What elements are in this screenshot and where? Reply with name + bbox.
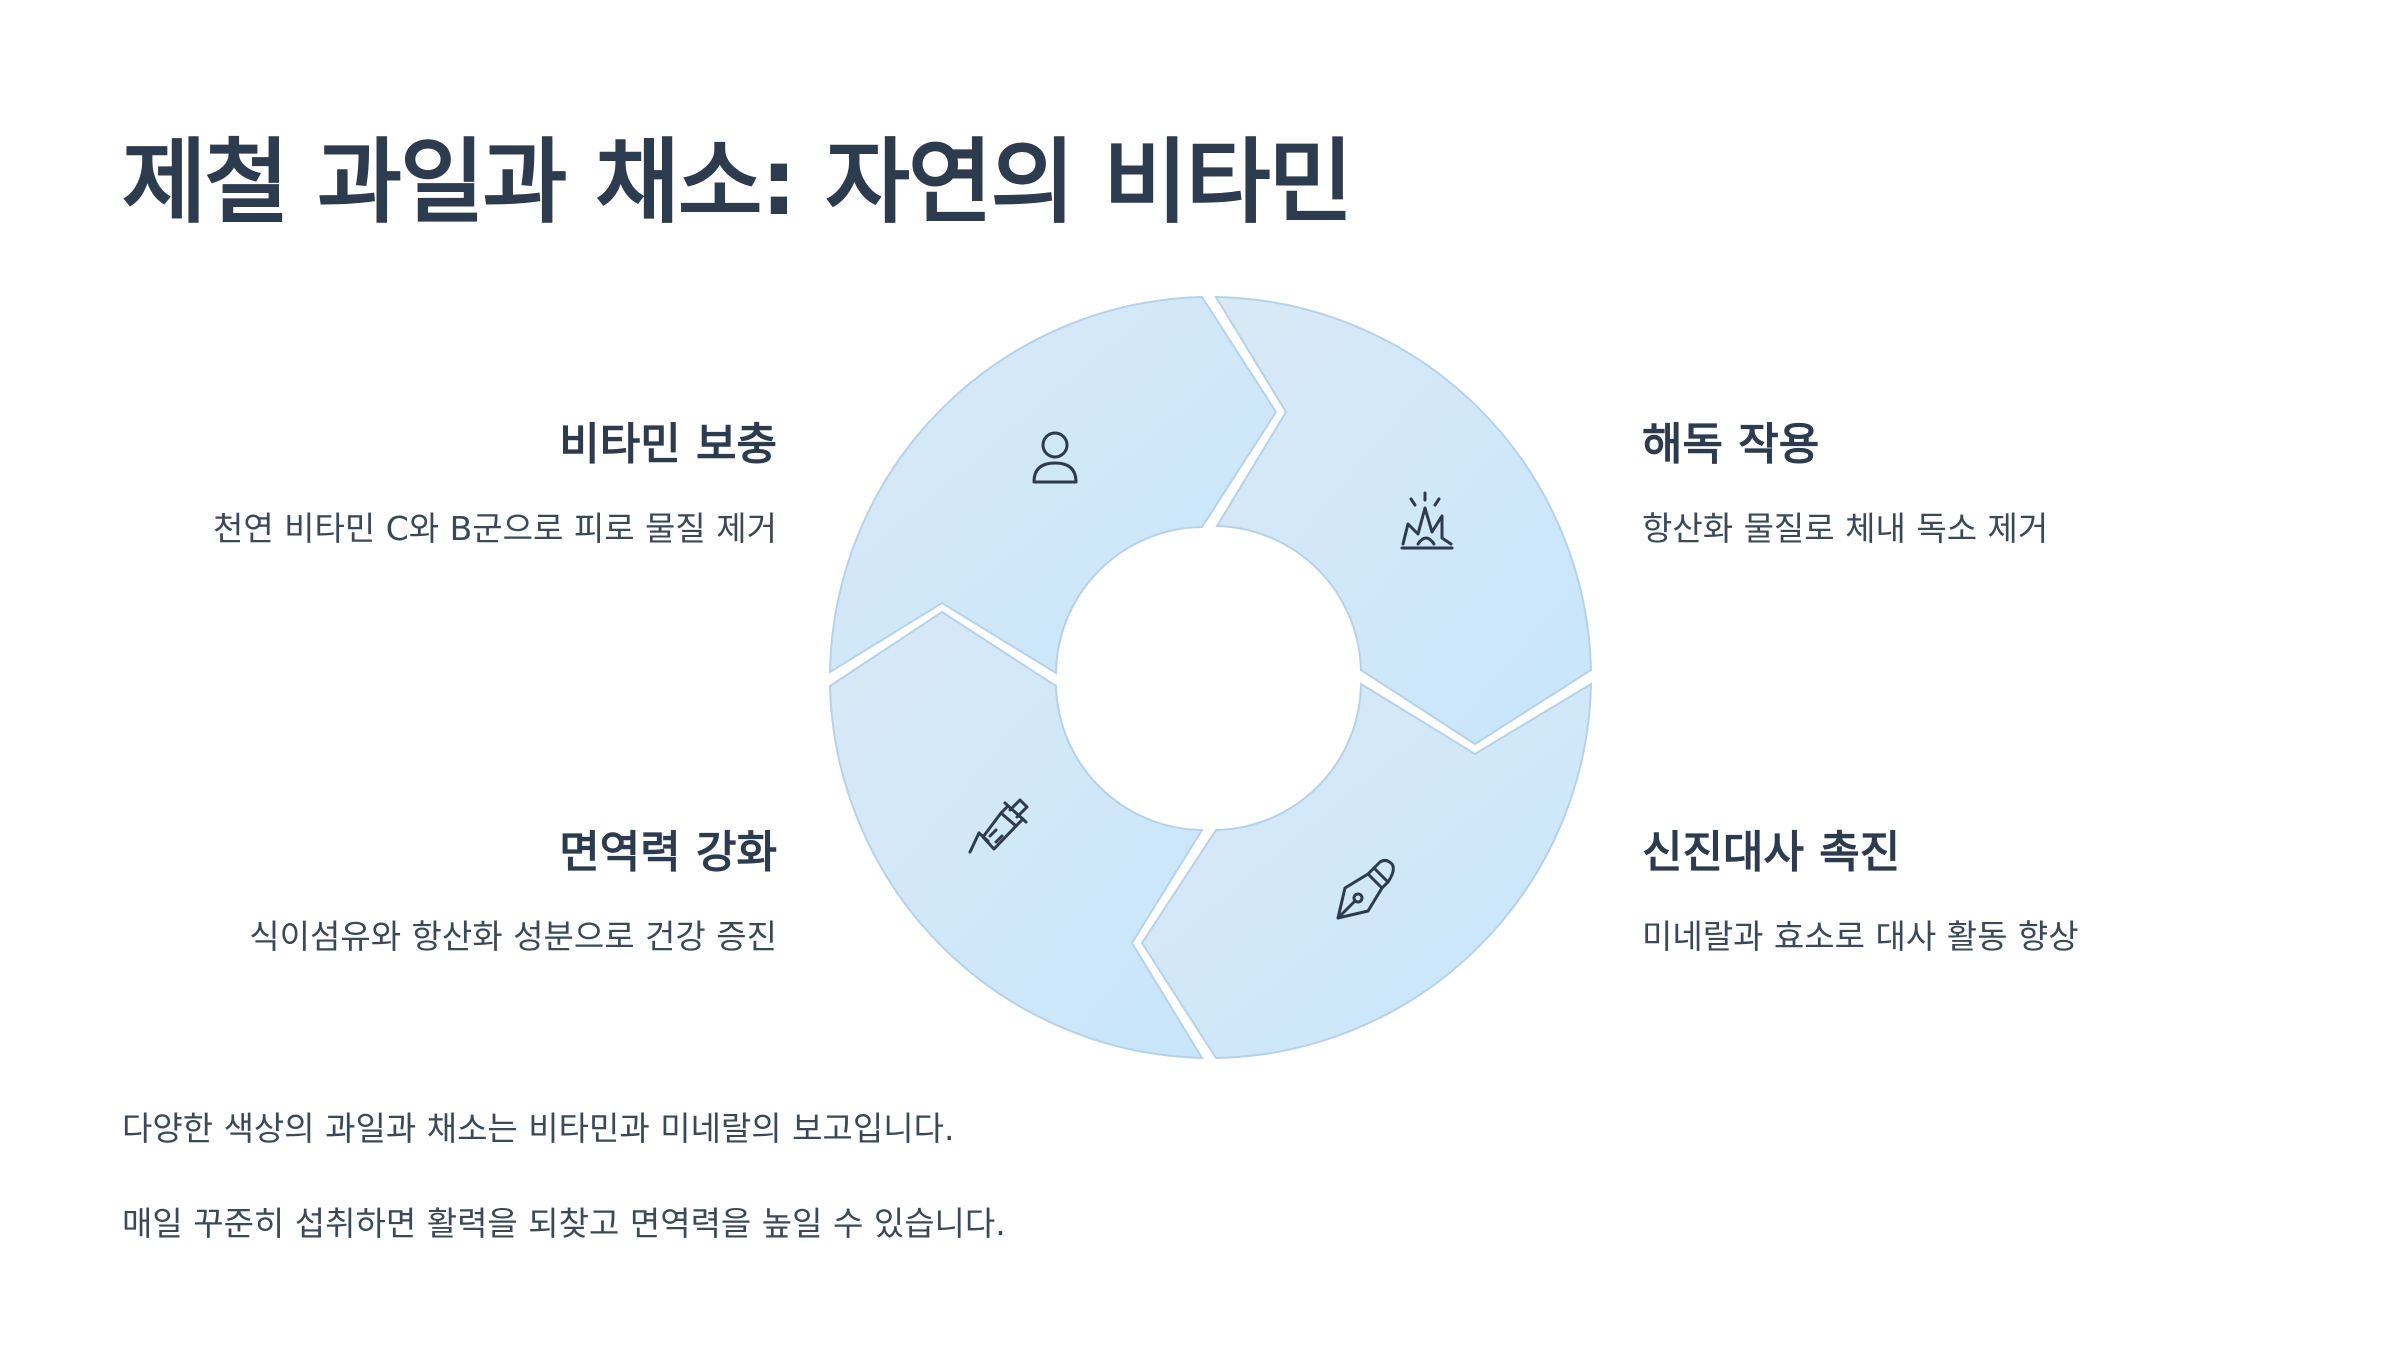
person-icon [1032, 431, 1078, 484]
cycle-segment-bottom-right [1140, 682, 1593, 1060]
pen-nib-icon [1336, 858, 1395, 920]
page-title: 제철 과일과 채소: 자연의 비타민 [122, 129, 1353, 236]
cycle-item-immunity: 면역력 강화 식이섬유와 항산화 성분으로 건강 증진 [77, 816, 777, 958]
cycle-item-metabolism: 신진대사 촉진 미네랄과 효소로 대사 활동 향상 [1642, 816, 2342, 958]
item-title: 비타민 보충 [559, 419, 777, 470]
item-description: 천연 비타민 C와 B군으로 피로 물질 제거 [212, 509, 777, 548]
cycle-segment-bottom-left [828, 610, 1204, 1060]
item-title: 면역력 강화 [559, 827, 777, 878]
item-description: 식이섬유와 항산화 성분으로 건강 증진 [249, 917, 777, 956]
item-description: 미네랄과 효소로 대사 활동 향상 [1642, 917, 2079, 956]
syringe-icon [968, 798, 1029, 854]
explosion-icon [1400, 491, 1454, 550]
item-description: 항산화 물질로 체내 독소 제거 [1642, 509, 2049, 548]
cycle-item-vitamin: 비타민 보충 천연 비타민 C와 B군으로 피로 물질 제거 [77, 408, 777, 550]
footer-text-line-1: 다양한 색상의 과일과 채소는 비타민과 미네랄의 보고입니다. [122, 1109, 955, 1148]
item-title: 해독 작용 [1642, 419, 1820, 470]
cycle-segment-top-left [828, 295, 1278, 675]
cycle-segment-top-right [1214, 295, 1593, 746]
footer-text-line-2: 매일 꾸준히 섭취하면 활력을 되찾고 면역력을 높일 수 있습니다. [122, 1204, 1006, 1243]
item-title: 신진대사 촉진 [1642, 827, 1901, 878]
cycle-item-detox: 해독 작용 항산화 물질로 체내 독소 제거 [1642, 408, 2342, 550]
